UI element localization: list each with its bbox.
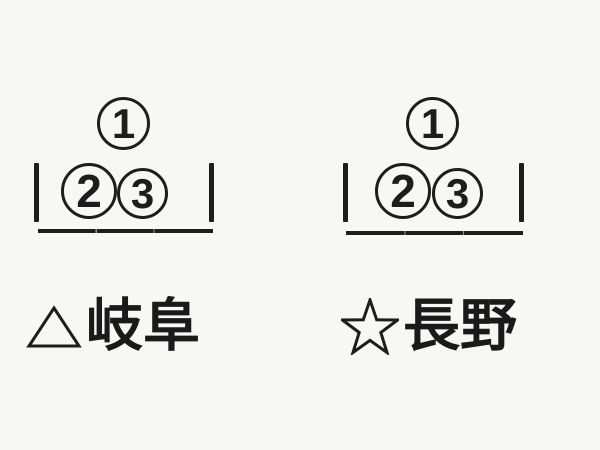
base-underline [346, 231, 523, 235]
circled-number-2: 2 [375, 163, 431, 219]
circled-number-2: 2 [61, 163, 117, 219]
base-underline [38, 229, 213, 233]
right-vertical-bar [209, 163, 214, 222]
circled-number-3: 3 [432, 168, 483, 219]
left-vertical-bar [343, 163, 348, 222]
prefecture-label-nagano: 長野 [403, 294, 517, 358]
answer-choice-nagano[interactable]: 長野 [341, 298, 517, 355]
triangle-icon [26, 304, 82, 347]
circled-number-3: 3 [117, 168, 168, 219]
answer-choice-gifu[interactable]: 岐阜 [26, 298, 200, 355]
star-icon [341, 298, 399, 355]
circled-number-1: 1 [97, 97, 150, 150]
left-vertical-bar [34, 163, 39, 222]
circled-number-1: 1 [406, 97, 459, 150]
prefecture-label-gifu: 岐阜 [86, 294, 200, 358]
right-vertical-bar [519, 163, 524, 222]
